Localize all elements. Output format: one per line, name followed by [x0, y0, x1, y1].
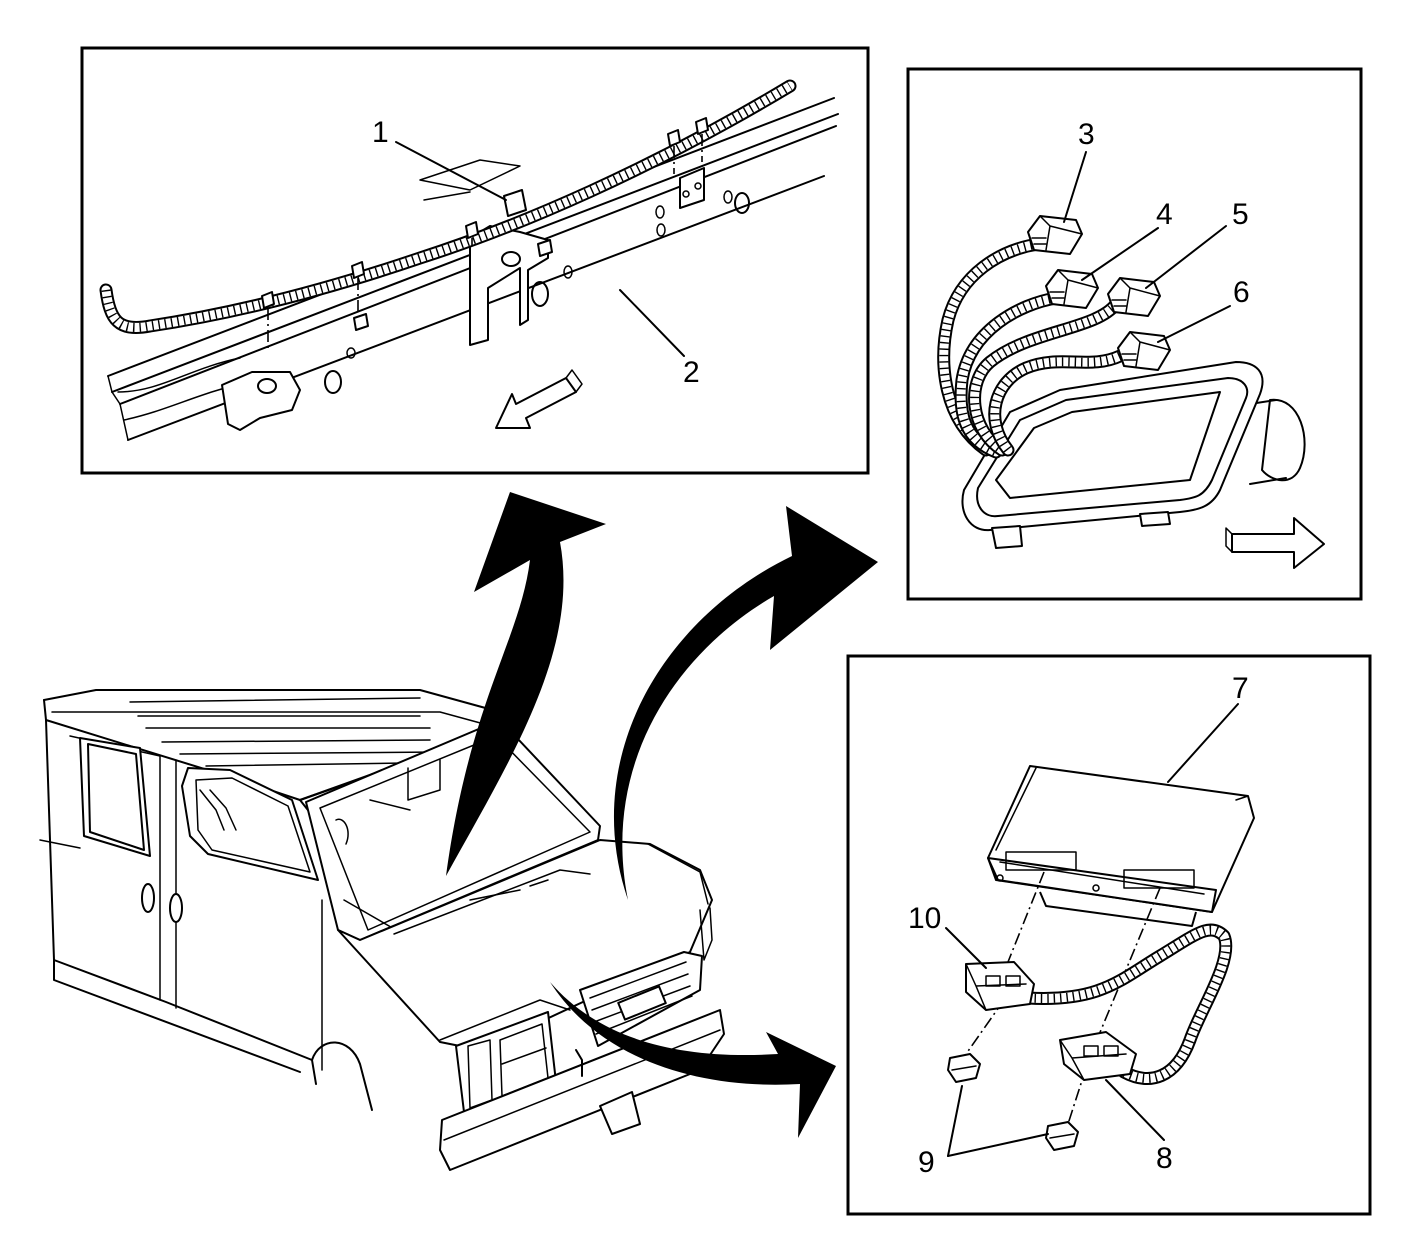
callout-1: 1: [372, 116, 389, 149]
module-harness-looms: [937, 237, 1127, 459]
panel-module-connectors: 3 4 5 6: [906, 67, 1363, 601]
callout-9: 9: [918, 1146, 935, 1179]
callout-6: 6: [1233, 276, 1250, 309]
callout-8: 8: [1156, 1142, 1173, 1175]
panel-frame-rail-harness: 1 2: [80, 46, 870, 475]
retainer-clip-9a: [947, 1053, 981, 1083]
callout-10: 10: [908, 902, 941, 935]
connector-4: [1045, 269, 1099, 309]
callout-3: 3: [1078, 118, 1095, 151]
callout-4: 4: [1156, 198, 1173, 231]
module-harness-loom: [1021, 923, 1233, 1085]
control-module-housing: [961, 361, 1306, 549]
harness-clips: [261, 117, 709, 352]
direction-arrow-icon: [495, 377, 577, 429]
callout-7: 7: [1232, 672, 1249, 705]
connector-6: [1117, 331, 1171, 371]
curved-arrow-icon: [446, 492, 878, 1138]
retainer-clip-9b: [1045, 1121, 1079, 1151]
direction-arrow-icon: [1231, 517, 1325, 569]
connector-10: [965, 961, 1035, 1011]
connector-8: [1059, 1031, 1137, 1081]
panel-module-two-connectors: 7 10 8 9: [846, 654, 1372, 1216]
callout-5: 5: [1232, 198, 1249, 231]
wiring-harness-conduit: [99, 79, 797, 334]
control-module-box: [987, 765, 1255, 927]
callout-2: 2: [683, 356, 700, 389]
connector-3: [1027, 215, 1083, 255]
frame-rail: [107, 97, 839, 441]
